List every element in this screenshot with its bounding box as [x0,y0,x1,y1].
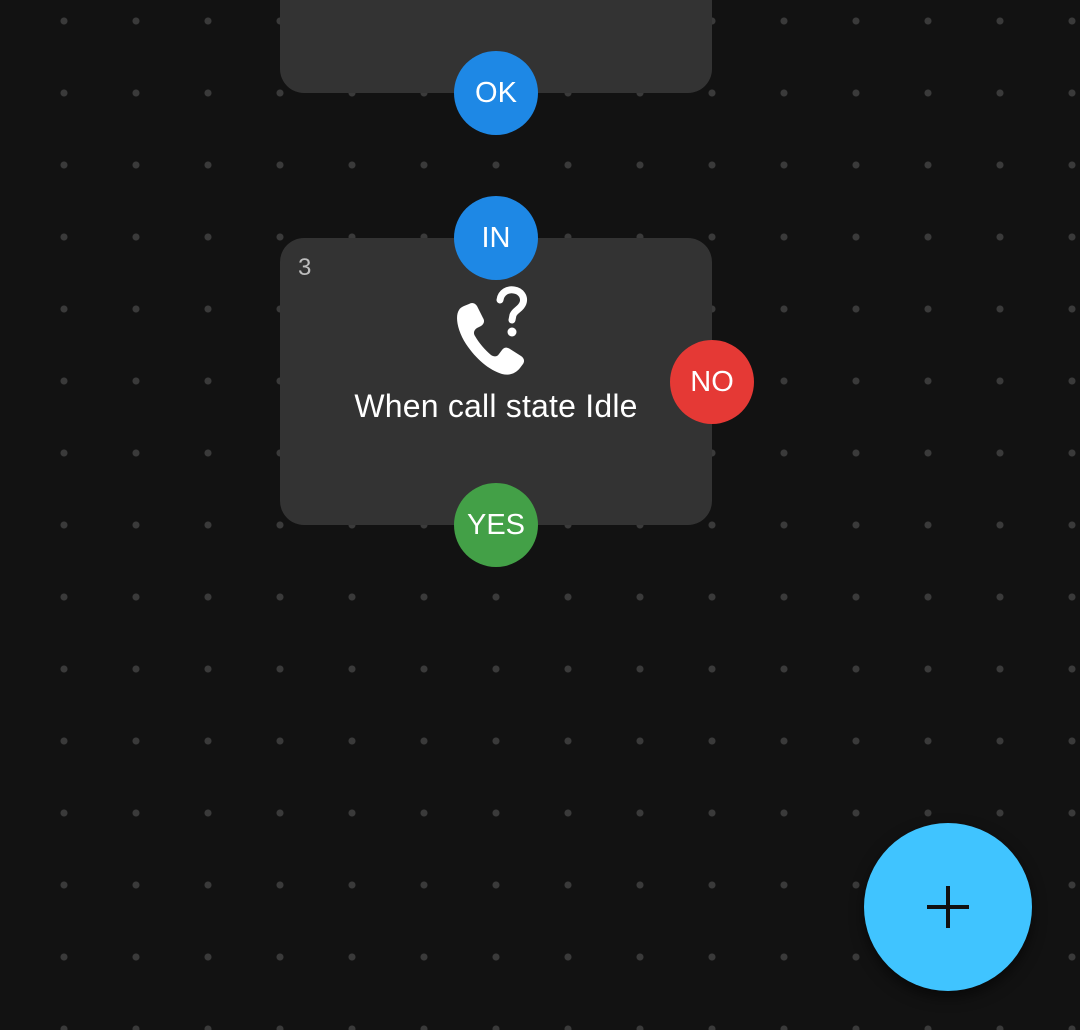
block-number: 3 [298,254,312,281]
port-label-ok: OK [475,76,517,109]
flow-block-call-state[interactable]: 3 When call state Idle [280,238,712,525]
output-port-yes[interactable]: YES [454,483,538,567]
port-label-in: IN [481,221,511,254]
add-block-button[interactable] [864,823,1032,991]
plus-icon [927,886,969,928]
phone-question-icon [457,286,527,375]
output-port-ok[interactable]: OK [454,51,538,135]
port-label-yes: YES [466,508,526,541]
port-label-no: NO [690,365,734,398]
output-port-no[interactable]: NO [670,340,754,424]
input-port-in[interactable]: IN [454,196,538,280]
block-label: When call state Idle [354,388,638,424]
